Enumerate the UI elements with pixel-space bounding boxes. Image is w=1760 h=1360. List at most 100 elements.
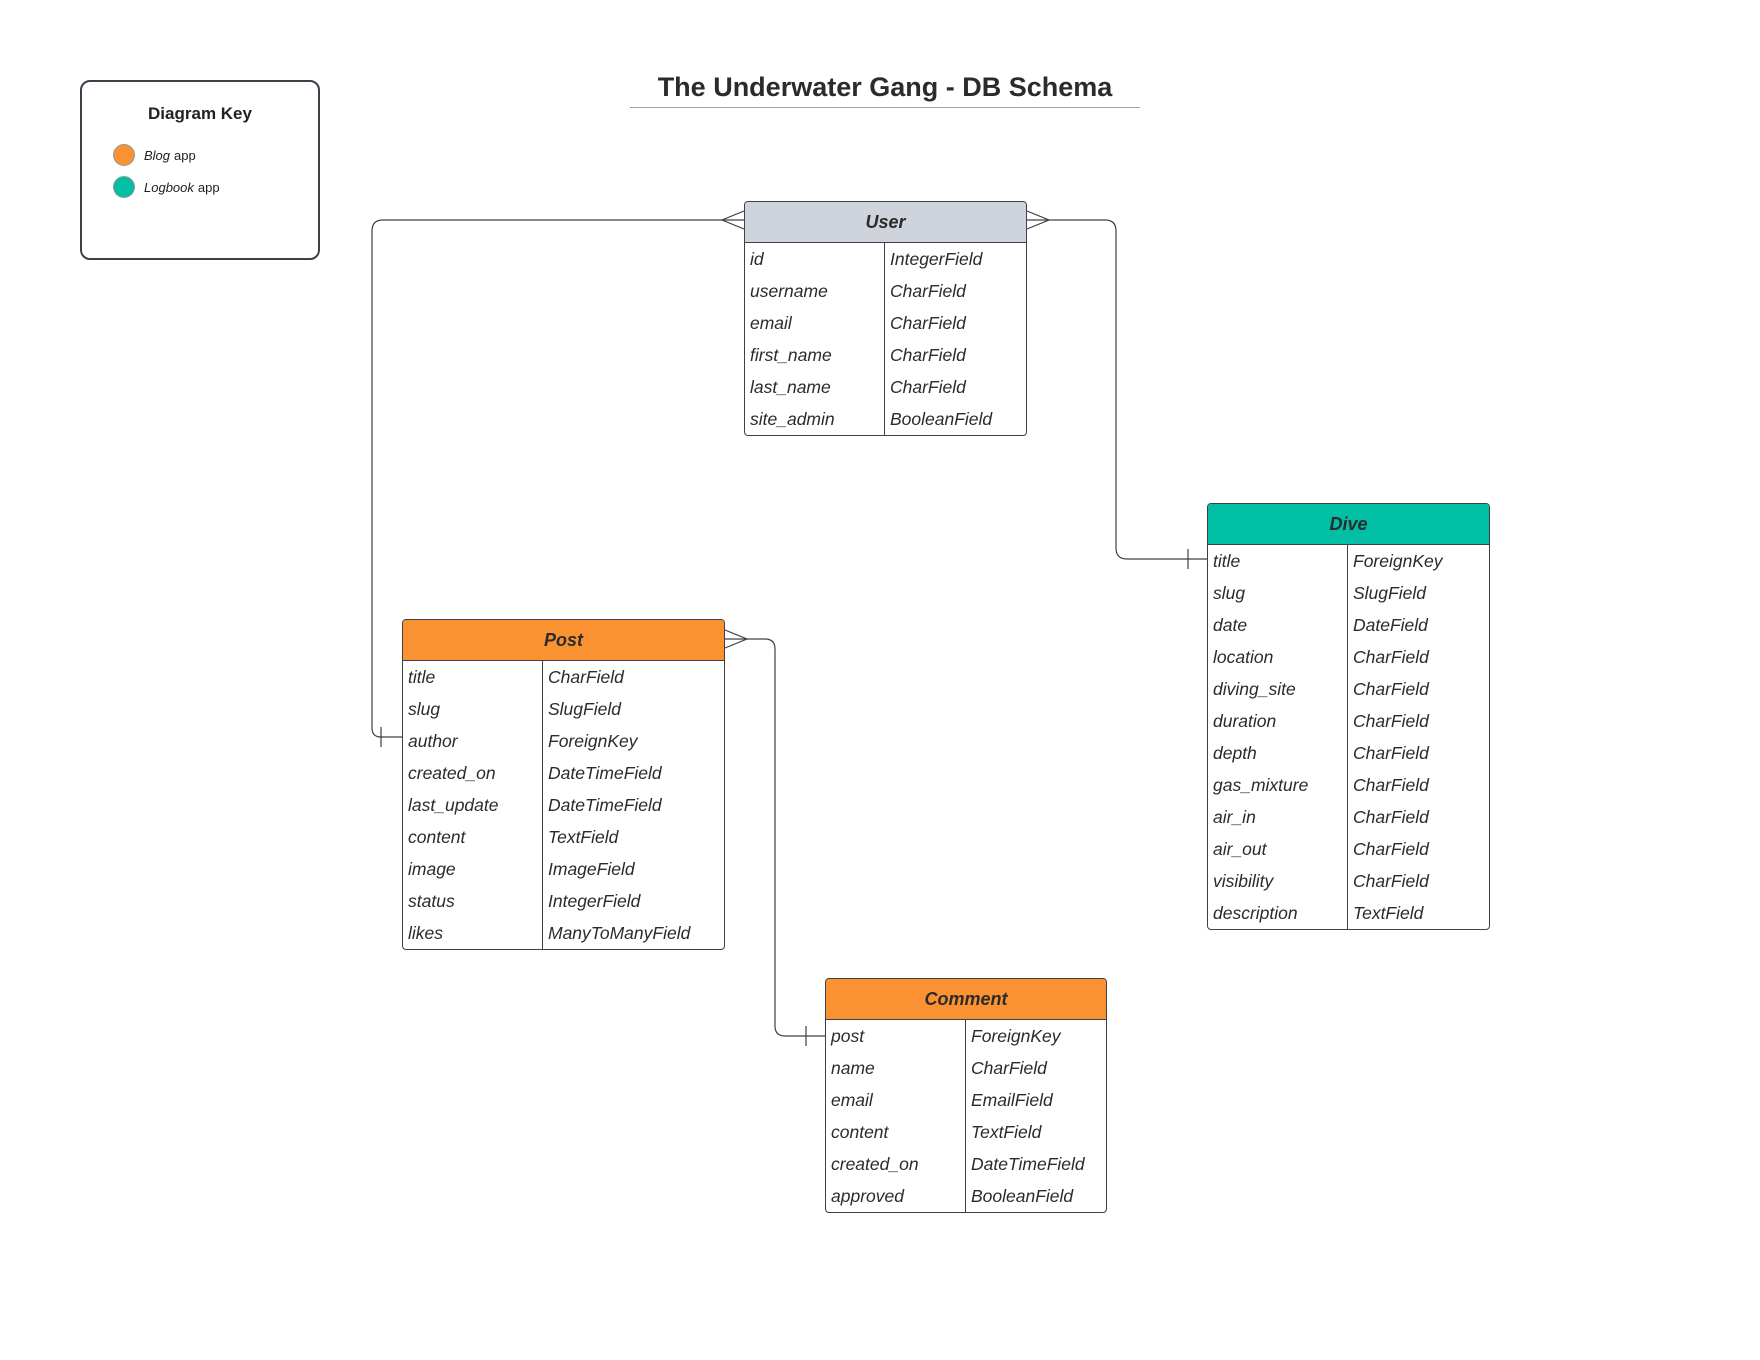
- field-name: gas_mixture: [1208, 769, 1348, 801]
- blog-color-swatch: [113, 144, 135, 166]
- field-name: approved: [826, 1180, 966, 1212]
- user-post-relationship-line: [371, 219, 744, 738]
- key-item-name: Blog: [144, 147, 171, 163]
- field-name: date: [1208, 609, 1348, 641]
- field-name: slug: [403, 693, 543, 725]
- field-type: CharField: [1353, 807, 1429, 827]
- key-item-name: Logbook: [144, 179, 194, 195]
- field-type: CharField: [890, 345, 966, 365]
- field-name: title: [403, 661, 543, 693]
- field-name: likes: [403, 917, 543, 949]
- post-comment-relationship-line: [725, 638, 825, 1037]
- key-item-suffix: app: [197, 179, 220, 195]
- diagram-title: The Underwater Gang - DB Schema: [657, 72, 1113, 102]
- entity-header: Dive: [1208, 504, 1489, 545]
- field-type: IntegerField: [548, 891, 641, 911]
- entity-header: User: [745, 202, 1026, 243]
- field-type: CharField: [1353, 647, 1429, 667]
- crowfoot-many-icon: [720, 210, 745, 230]
- field-type: CharField: [1353, 871, 1429, 891]
- title-underline: [630, 107, 1140, 108]
- field-name: content: [826, 1116, 966, 1148]
- field-name: air_out: [1208, 833, 1348, 865]
- field-type: CharField: [890, 313, 966, 333]
- field-type: IntegerField: [890, 249, 983, 269]
- field-type: SlugField: [548, 699, 621, 719]
- field-name: created_on: [826, 1148, 966, 1180]
- field-type: CharField: [890, 377, 966, 397]
- field-name: diving_site: [1208, 673, 1348, 705]
- entity-header: Comment: [826, 979, 1106, 1020]
- field-name: duration: [1208, 705, 1348, 737]
- field-name: content: [403, 821, 543, 853]
- field-name: slug: [1208, 577, 1348, 609]
- field-type: BooleanField: [890, 409, 993, 429]
- field-name: description: [1208, 897, 1348, 929]
- field-type: CharField: [1353, 839, 1429, 859]
- field-type: ForeignKey: [548, 731, 638, 751]
- crowfoot-many-icon: [724, 629, 749, 649]
- field-name: email: [826, 1084, 966, 1116]
- field-name: name: [826, 1052, 966, 1084]
- field-type: TextField: [548, 827, 619, 847]
- field-name: email: [745, 307, 885, 339]
- field-name: first_name: [745, 339, 885, 371]
- field-type: TextField: [1353, 903, 1424, 923]
- field-type: TextField: [971, 1122, 1042, 1142]
- field-name: id: [745, 243, 885, 275]
- field-type: SlugField: [1353, 583, 1426, 603]
- entity-header: Post: [403, 620, 724, 661]
- diagram-key-title: Diagram Key: [148, 104, 252, 123]
- user-dive-relationship-line: [1027, 219, 1207, 560]
- field-name: air_in: [1208, 801, 1348, 833]
- field-type: CharField: [1353, 679, 1429, 699]
- field-name: last_update: [403, 789, 543, 821]
- field-type: BooleanField: [971, 1186, 1074, 1206]
- field-type: EmailField: [971, 1090, 1053, 1110]
- field-type: DateTimeField: [548, 763, 662, 783]
- field-name: created_on: [403, 757, 543, 789]
- field-type: DateField: [1353, 615, 1428, 635]
- field-name: author: [403, 725, 543, 757]
- field-type: DateTimeField: [971, 1154, 1085, 1174]
- key-item-suffix: app: [174, 147, 196, 163]
- field-type: CharField: [548, 667, 624, 687]
- field-name: depth: [1208, 737, 1348, 769]
- field-name: last_name: [745, 371, 885, 403]
- field-type: ForeignKey: [971, 1026, 1061, 1046]
- field-type: CharField: [1353, 711, 1429, 731]
- field-name: visibility: [1208, 865, 1348, 897]
- diagram-key: Diagram Key Blog app Logbook app: [80, 80, 320, 260]
- field-type: DateTimeField: [548, 795, 662, 815]
